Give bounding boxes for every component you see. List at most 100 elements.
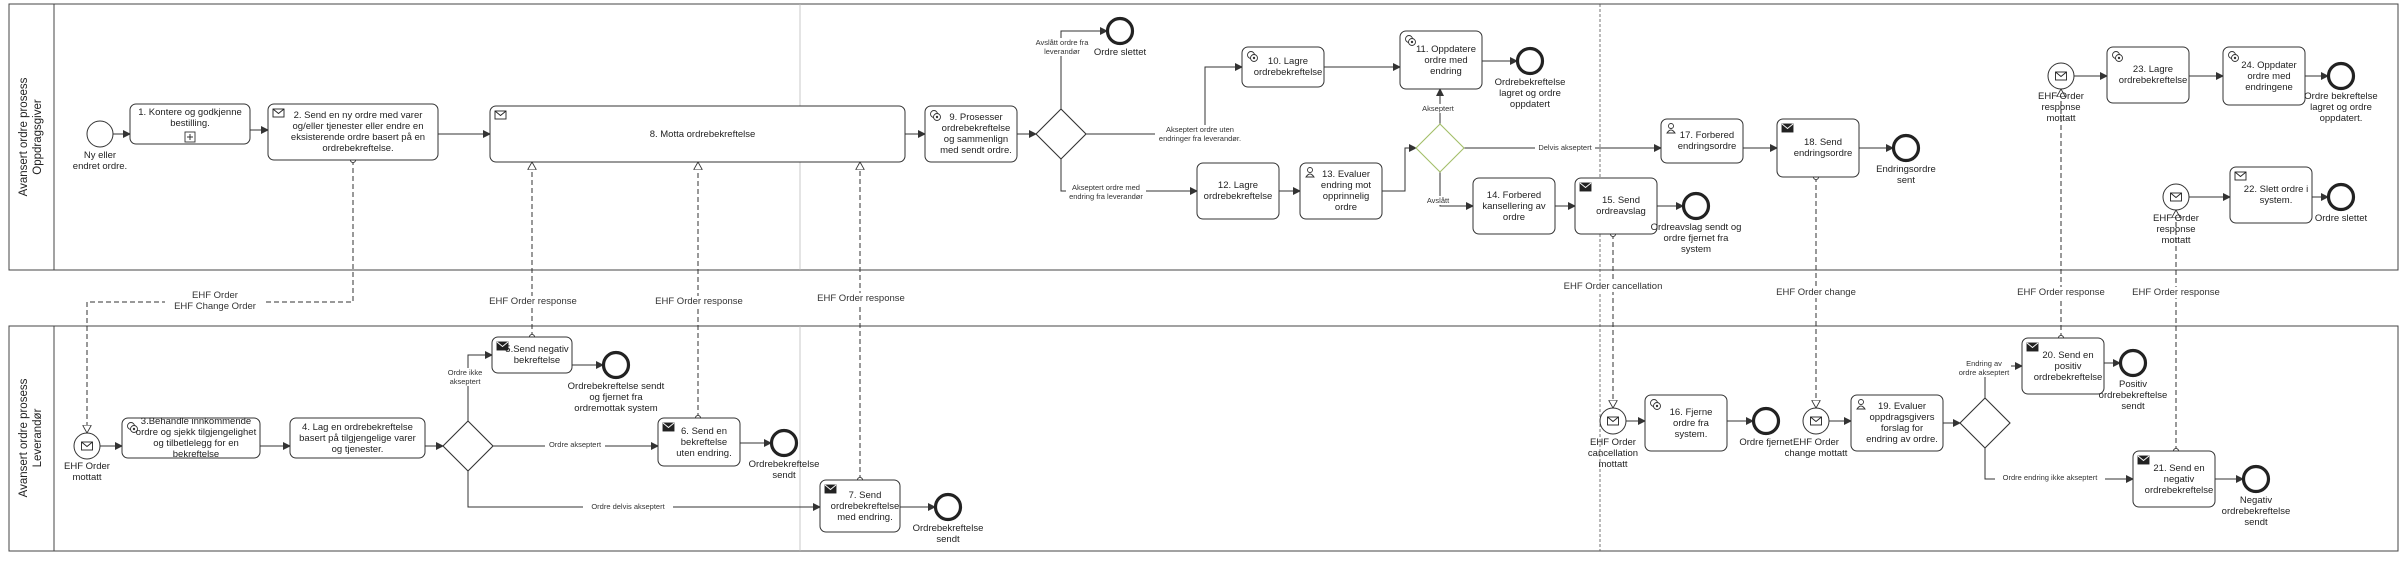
task-label-t4: 4. Lag en ordrebekreftelse basert på til… [290,418,425,458]
event-label-ev_positiv-text: Positiv ordrebekreftelse sendt [2098,379,2168,412]
task-label-t5-text: 5.Send negativ bekreftelse [505,344,569,366]
task-label-t13: 13. Evaluer endring mot opprinnelig ordr… [1310,163,1382,219]
event-ev_ofjernet [1751,406,1781,436]
flow-gw-t14 [1439,172,1474,210]
task-t18 [1776,118,1860,178]
flow-t13-gw [1382,144,1417,192]
task-label-t24: 24. Oppdater ordre med endringene [2233,47,2305,105]
msg-label-resp5: EHF Order response [2126,287,2226,298]
task-label-t24-text: 24. Oppdater ordre med endringene [2241,59,2297,93]
task-label-t6-text: 6. Send en bekreftelse uten endring. [676,425,732,459]
task-t15 [1574,177,1658,235]
task-label-t16: 16. Fjerne ordre fra system. [1655,395,1727,451]
event-label-ev_lagret2: Ordre bekreftelse lagret og ordre oppdat… [2301,91,2381,124]
label-ordre-ikke-akseptert-text: Ordre ikke akseptert [447,368,483,386]
label-ordre-delvis-akseptert: Ordre delvis akseptert [583,502,673,511]
task-label-t16-text: 16. Fjerne ordre fra system. [1669,406,1713,440]
gear-icon [2112,51,2123,62]
task-label-t12-text: 12. Lagre ordrebekreftelse [1203,180,1273,202]
label-avslatt-leverandor-text: Avslått ordre fra leverandør [1035,38,1089,56]
event-label-ev_lagret: Ordrebekreftelse lagret og ordre oppdate… [1490,77,1570,110]
envelope-icon [2170,192,2182,202]
envelope-icon [2026,342,2039,352]
event-label-ev_ehf_ord-text: EHF Order mottatt [64,461,110,483]
label-ordre-delvis-akseptert-text: Ordre delvis akseptert [591,502,665,511]
event-label-ev_ehf_top-text: EHF Order response mottatt [2038,91,2084,124]
msg-label-resp4: EHF Order response [2011,287,2111,298]
event-ev_fjernet [601,350,631,380]
msg-label-cancel: EHF Order cancellation [1555,281,1671,292]
task-label-t18-text: 18. Send endringsordre [1793,137,1853,159]
event-label-ev_lagret2-text: Ordre bekreftelse lagret og ordre oppdat… [2304,91,2378,124]
event-label-ev_slettet-text: Ordre slettet [1093,47,1147,58]
event-start_top [86,120,114,148]
event-label-ev_sendt7: Ordrebekreftelse sendt [908,523,988,545]
label-akseptert-uten: Akseptert ordre uten endringer fra lever… [1155,125,1245,143]
gear-icon [127,422,138,433]
msg-label-order-text: EHF Order EHF Change Order [174,290,256,312]
task-label-t21-text: 21. Send en negativ ordrebekreftelse [2144,462,2214,496]
envelope-icon [272,108,285,118]
task-label-t5: 5.Send negativ bekreftelse [502,337,572,373]
pool-label-leverandor: Avansert ordre prosess Leverandør [18,378,44,498]
label-endring-ikke-akseptert-text: Ordre endring ikke akseptert [2002,473,2098,482]
task-label-t12: 12. Lagre ordrebekreftelse [1197,163,1279,219]
gear-icon [930,110,941,121]
event-label-ev_sendt7-text: Ordrebekreftelse sendt [912,523,984,545]
event-label-ev_endsent: Endringsordre sent [1866,164,1946,186]
event-ev_negativ [2241,464,2271,494]
event-ev_avslag [1681,191,1711,221]
task-t23 [2106,46,2190,104]
event-ev_lagret2 [2326,61,2356,91]
event-label-ev_cancel-text: EHF Order cancellation mottatt [1587,437,1639,470]
user-icon [1305,167,1315,178]
label-avslatt-leverandor: Avslått ordre fra leverandør [1032,38,1092,56]
task-label-t3-text: 3.Behandle innkommende ordre og sjekk ti… [135,416,257,460]
gear-icon [1650,399,1661,410]
label-akseptert-uten-text: Akseptert ordre uten endringer fra lever… [1158,125,1242,143]
event-label-ev_endsent-text: Endringsordre sent [1876,164,1936,186]
label-akseptert-med: Akseptert ordre med endring fra leverand… [1066,183,1146,201]
event-label-ev_positiv: Positiv ordrebekreftelse sendt [2098,379,2168,412]
event-label-ev_slettet: Ordre slettet [1080,47,1160,58]
label-avslatt-text: Avslått [1426,196,1450,205]
event-label-ev_ehf_top2: EHF Order response mottatt [2141,213,2211,246]
task-label-t14-text: 14. Forbered kansellering av ordre [1482,189,1546,223]
event-label-ev_cancel: EHF Order cancellation mottatt [1578,437,1648,470]
task-label-t23: 23. Lagre ordrebekreftelse [2117,47,2189,103]
task-label-t1: 1. Kontere og godkjenne bestilling. [130,104,250,132]
task-t3 [121,417,261,459]
event-label-ev_slettet2-text: Ordre slettet [2314,213,2368,224]
task-label-t11-text: 11. Oppdatere ordre med endring [1415,43,1477,77]
event-label-ev_ofjernet: Ordre fjernet [1736,437,1796,448]
event-ev_endsent [1891,133,1921,163]
task-label-t21: 21. Send en negativ ordrebekreftelse [2143,451,2215,507]
gear-icon [2228,51,2239,62]
event-label-ev_fjernet: Ordrebekreftelse sendt og fjernet fra or… [566,381,666,414]
envelope-icon [1781,123,1794,133]
task-t11 [1399,30,1483,90]
flow-gw-t12 [1060,159,1198,195]
event-ev_sendt7 [933,492,963,522]
task-label-t4-text: 4. Lag en ordrebekreftelse basert på til… [299,421,416,455]
gateway-gw-9 [1035,108,1087,160]
msg-label-resp1-text: EHF Order response [489,296,577,307]
label-endring-akseptert: Endring av ordre akseptert [1957,359,2011,377]
task-label-t7: 7. Send ordrebekreftelse med endring. [830,480,900,532]
label-akseptert: Akseptert [1418,104,1458,113]
task-t7 [819,479,901,533]
task-label-t14: 14. Forbered kansellering av ordre [1473,178,1555,234]
event-ev_lagret [1515,46,1545,76]
event-ev_positiv [2118,348,2148,378]
task-label-t22: 22. Slett ordre i system. [2240,167,2312,223]
event-label-ev_slettet2: Ordre slettet [2301,213,2381,224]
user-icon [1666,123,1676,134]
event-label-ev_ofjernet-text: Ordre fjernet [1739,437,1793,448]
task-t21 [2132,450,2216,508]
event-label-ev_avslag-text: Ordreavslag sendt og ordre fjernet fra s… [1650,222,1742,255]
envelope-icon [662,422,675,432]
event-label-ev_avslag: Ordreavslag sendt og ordre fjernet fra s… [1650,222,1742,255]
subprocess-plus-icon [184,131,196,143]
envelope-icon [1810,416,1822,426]
label-endring-akseptert-text: Endring av ordre akseptert [1958,359,2010,377]
